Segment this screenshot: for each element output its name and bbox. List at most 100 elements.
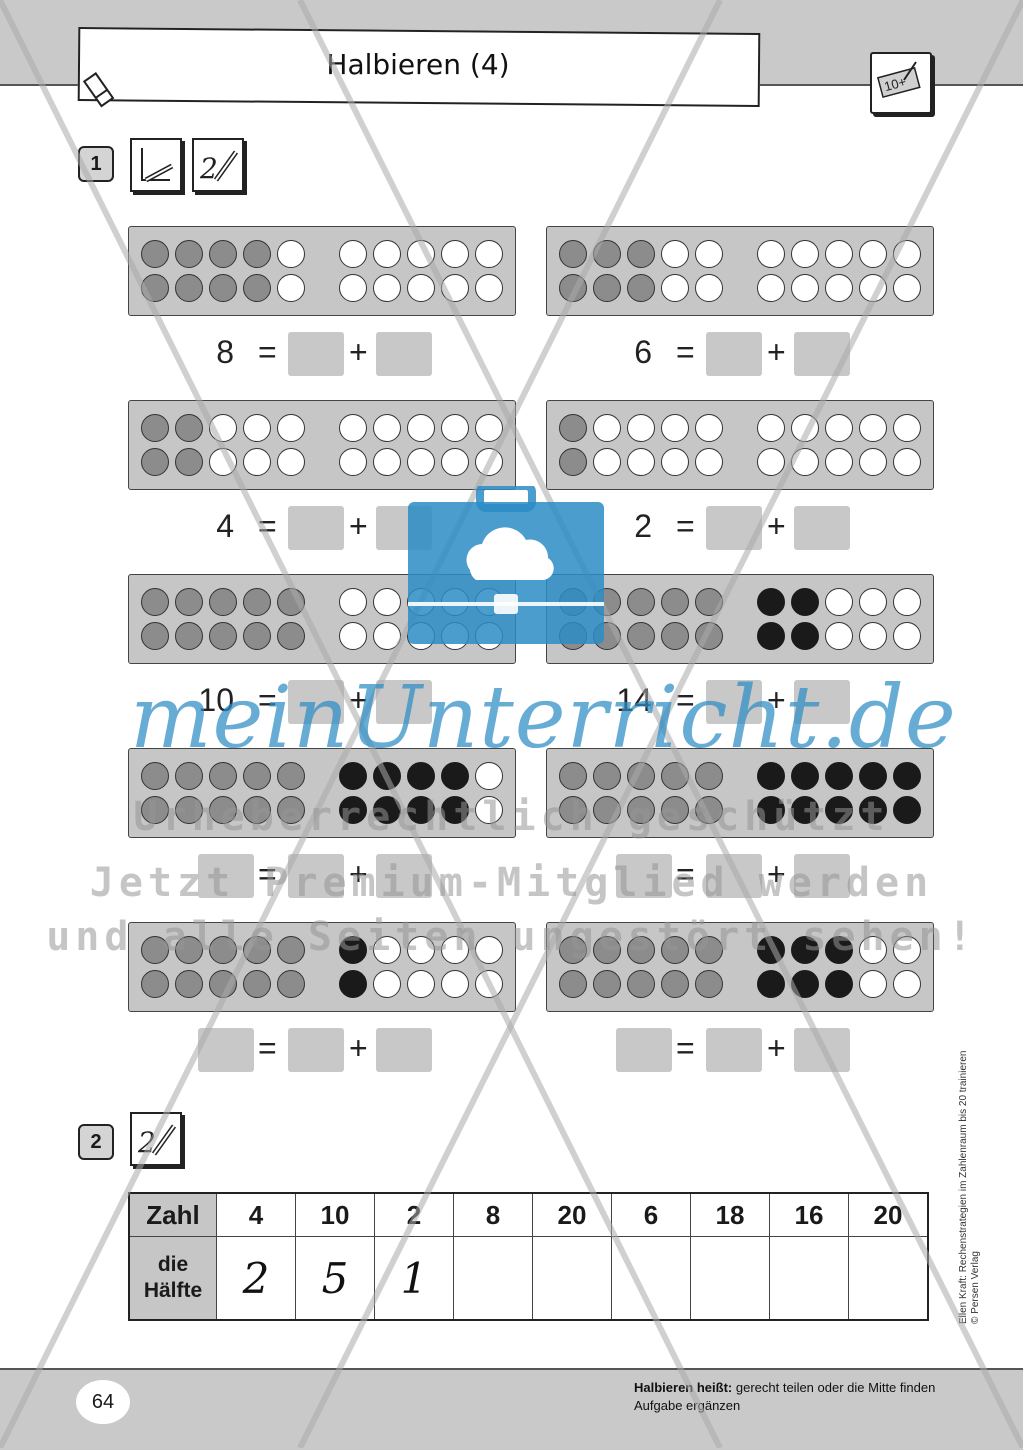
total-answer-box[interactable]	[198, 1028, 254, 1072]
addend-answer-box[interactable]	[376, 1028, 432, 1072]
side-credit: Ellen Kraft: Rechenstrategien im Zahlenr…	[958, 1051, 982, 1324]
counter-gray	[175, 622, 203, 650]
counter-gray	[243, 274, 271, 302]
row-header-number: Zahl	[128, 1192, 217, 1237]
equation-total: 6	[634, 334, 652, 370]
counter-gray	[175, 414, 203, 442]
counter-empty	[791, 274, 819, 302]
addend-answer-box[interactable]	[794, 332, 850, 376]
counter-gray	[209, 274, 237, 302]
half-answer-cell[interactable]: 5	[295, 1236, 375, 1321]
briefcase-cloud-icon	[408, 486, 604, 644]
twenty-frame	[546, 574, 934, 664]
counter-empty	[825, 240, 853, 268]
counter-gray	[243, 240, 271, 268]
half-answer-cell[interactable]	[532, 1236, 612, 1321]
equation-total: 8	[216, 334, 234, 370]
footer-task-type: Aufgabe ergänzen	[634, 1398, 741, 1413]
counter-empty	[339, 622, 367, 650]
half-answer-cell[interactable]	[611, 1236, 691, 1321]
counter-empty	[441, 274, 469, 302]
addend-answer-box[interactable]	[288, 506, 344, 550]
counter-empty	[407, 414, 435, 442]
counter-empty	[475, 240, 503, 268]
counter-empty	[407, 240, 435, 268]
counter-gray	[209, 240, 237, 268]
half-answer-cell[interactable]	[453, 1236, 533, 1321]
equals-sign: =	[258, 508, 277, 544]
counter-gray	[175, 240, 203, 268]
counter-empty	[825, 414, 853, 442]
write-number-icon: 2	[192, 138, 244, 192]
addend-answer-box[interactable]	[706, 506, 762, 550]
watermark-line-3: und alle Seiten ungestört sehen!	[46, 914, 977, 960]
counter-empty	[339, 240, 367, 268]
row-header-half: die Hälfte	[128, 1236, 217, 1321]
twenty-frame	[546, 226, 934, 316]
counter-gray	[695, 970, 723, 998]
row-header-half-line2: Hälfte	[143, 1279, 203, 1302]
counter-empty	[277, 414, 305, 442]
table-cell-number: 6	[611, 1192, 691, 1237]
counter-gray	[559, 274, 587, 302]
half-answer-cell[interactable]	[690, 1236, 770, 1321]
half-answer-cell[interactable]: 1	[374, 1236, 454, 1321]
addend-answer-box[interactable]	[288, 1028, 344, 1072]
counter-empty	[373, 414, 401, 442]
counter-black	[791, 588, 819, 616]
counter-empty	[209, 448, 237, 476]
counter-gray	[593, 274, 621, 302]
addend-answer-box[interactable]	[794, 1028, 850, 1072]
counter-empty	[825, 588, 853, 616]
addend-answer-box[interactable]	[288, 332, 344, 376]
table-cell-number: 4	[216, 1192, 296, 1237]
counter-gray	[175, 588, 203, 616]
counter-empty	[791, 448, 819, 476]
addend-answer-box[interactable]	[376, 332, 432, 376]
counter-gray	[277, 970, 305, 998]
addend-answer-box[interactable]	[706, 332, 762, 376]
counter-empty	[825, 622, 853, 650]
addend-answer-box[interactable]	[794, 506, 850, 550]
counter-empty	[373, 588, 401, 616]
counter-empty	[893, 448, 921, 476]
counter-empty	[339, 274, 367, 302]
counter-empty	[373, 240, 401, 268]
counter-gray	[141, 622, 169, 650]
counter-black	[791, 970, 819, 998]
counter-empty	[893, 622, 921, 650]
svg-text:2: 2	[199, 152, 218, 185]
halves-table: Zahl 4 10 2 8 20 6 18 16 20 die Hälfte 2…	[128, 1192, 929, 1321]
counter-gray	[175, 274, 203, 302]
half-answer-cell[interactable]: 2	[216, 1236, 296, 1321]
half-answer-cell[interactable]	[769, 1236, 849, 1321]
addend-answer-box[interactable]	[706, 1028, 762, 1072]
counter-empty	[475, 274, 503, 302]
plus-sign: +	[767, 334, 786, 370]
credit-publisher: © Persen Verlag	[970, 1251, 981, 1324]
counter-empty	[475, 448, 503, 476]
counter-gray	[141, 274, 169, 302]
plus-sign: +	[349, 508, 368, 544]
table-cell-number: 20	[532, 1192, 612, 1237]
counter-empty	[893, 588, 921, 616]
counter-empty	[373, 970, 401, 998]
total-answer-box[interactable]	[616, 1028, 672, 1072]
half-answer-cell[interactable]	[848, 1236, 929, 1321]
counter-gray	[209, 588, 237, 616]
counter-gray	[593, 970, 621, 998]
counter-gray	[175, 970, 203, 998]
counter-empty	[661, 240, 689, 268]
counter-gray	[141, 970, 169, 998]
watermark-line-1: Urheberrechtlich geschützt	[133, 794, 890, 840]
counter-empty	[373, 274, 401, 302]
counter-gray	[243, 588, 271, 616]
counter-empty	[757, 414, 785, 442]
counter-empty	[757, 240, 785, 268]
counter-gray	[243, 622, 271, 650]
eraser-icon	[82, 72, 115, 108]
plus-sign: +	[767, 1030, 786, 1066]
counter-gray	[661, 588, 689, 616]
counter-gray	[627, 622, 655, 650]
table-cell-number: 16	[769, 1192, 849, 1237]
